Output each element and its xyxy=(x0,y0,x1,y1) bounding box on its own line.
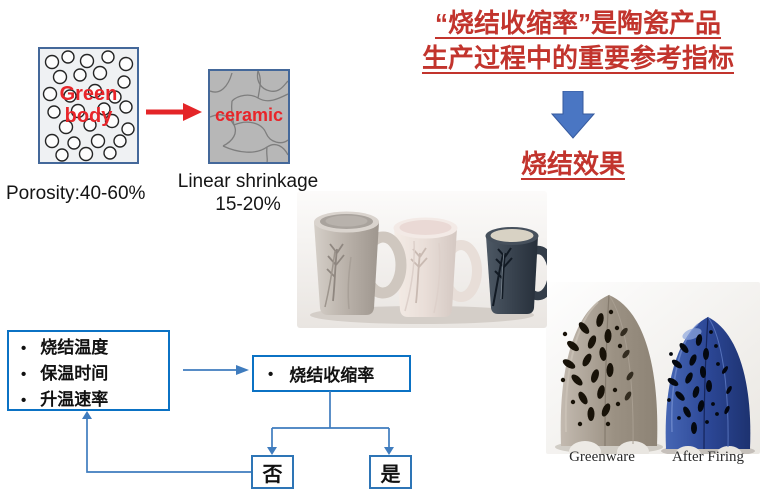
shrinkage-line2: 15-20% xyxy=(215,194,281,215)
flow-connectors xyxy=(82,391,394,473)
no-label: 否 xyxy=(262,463,283,486)
sintering-parameters-box: 烧结温度 保温时间 升温速率 xyxy=(7,330,170,411)
fired-lanterns-photo: Greenware After Firing xyxy=(546,282,760,482)
green-body-label: Green body xyxy=(59,82,118,127)
yes-label: 是 xyxy=(380,463,401,486)
decision-no-box: 否 xyxy=(251,455,294,489)
heading-line2: 生产过程中的重要参考指标 xyxy=(421,43,734,73)
heading-line1: “烧结收缩率”是陶瓷产品 xyxy=(434,8,721,38)
mugs-photo xyxy=(297,191,557,328)
green-body-box: Green body xyxy=(38,47,139,164)
porosity-text: Porosity:40-60% xyxy=(6,183,146,204)
bullet-icon xyxy=(254,364,289,384)
after-firing-caption: After Firing xyxy=(671,449,745,465)
greenware-caption: Greenware xyxy=(569,449,635,465)
flow-arrow-icon xyxy=(183,365,249,375)
parameter-item: 保温时间 xyxy=(15,361,168,387)
down-block-arrow-icon xyxy=(551,91,595,139)
ceramic-label: ceramic xyxy=(214,104,284,125)
mug-cream xyxy=(393,217,482,317)
lanterns-illustration xyxy=(546,282,760,464)
result-label: 烧结收缩率 xyxy=(289,366,375,385)
mug-grey xyxy=(314,211,407,315)
pores-pattern xyxy=(42,50,135,162)
sintering-effect-label: 烧结效果 xyxy=(520,149,625,179)
shrinkage-result-box: 烧结收缩率 xyxy=(252,355,411,392)
shrinkage-line1: Linear shrinkage xyxy=(177,171,319,192)
parameter-item: 升温速率 xyxy=(15,387,168,413)
ceramic-box: ceramic xyxy=(208,69,290,164)
parameter-item: 烧结温度 xyxy=(15,335,168,361)
shrinkage-text: Linear shrinkage 15-20% xyxy=(164,170,332,216)
parameters-list: 烧结温度 保温时间 升温速率 xyxy=(15,335,168,413)
slide-heading: “烧结收缩率”是陶瓷产品 生产过程中的重要参考指标 xyxy=(396,6,760,76)
mugs-illustration xyxy=(297,191,557,328)
grain-pattern xyxy=(210,71,288,162)
decision-yes-box: 是 xyxy=(369,455,412,489)
transform-arrow-icon xyxy=(146,103,202,121)
